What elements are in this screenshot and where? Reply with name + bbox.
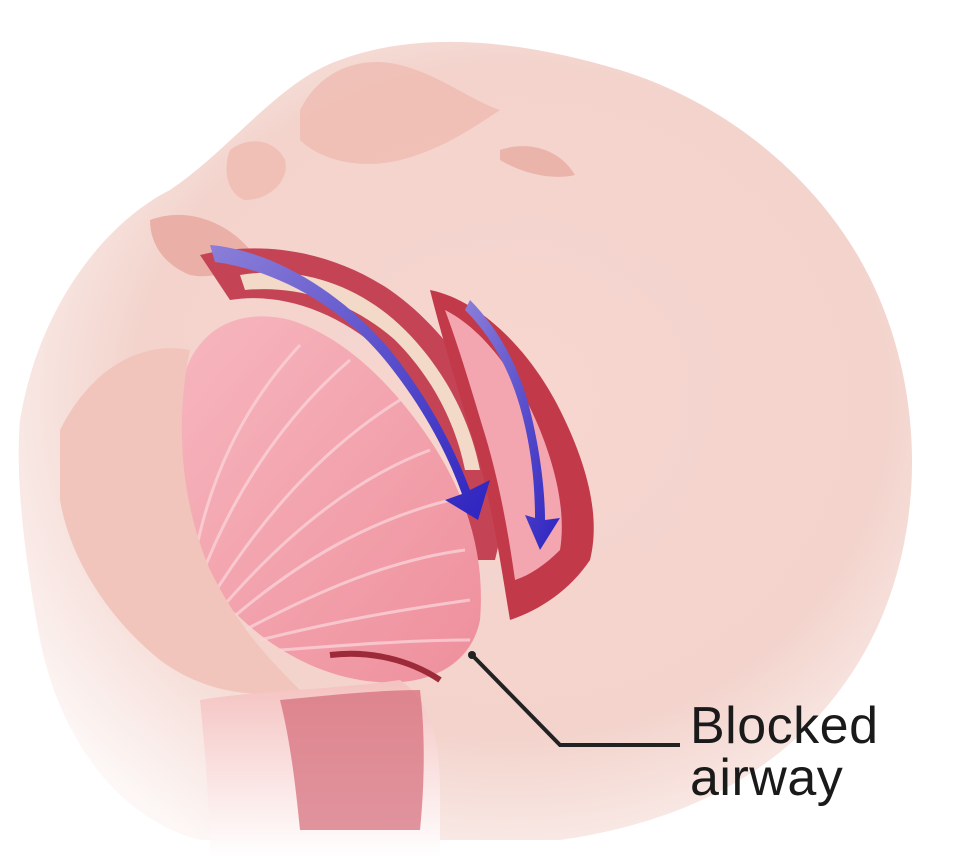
callout-line1: Blocked: [690, 700, 879, 752]
callout-blocked-airway: Blocked airway: [690, 700, 879, 804]
trachea: [280, 690, 424, 830]
callout-line2: airway: [690, 752, 879, 804]
